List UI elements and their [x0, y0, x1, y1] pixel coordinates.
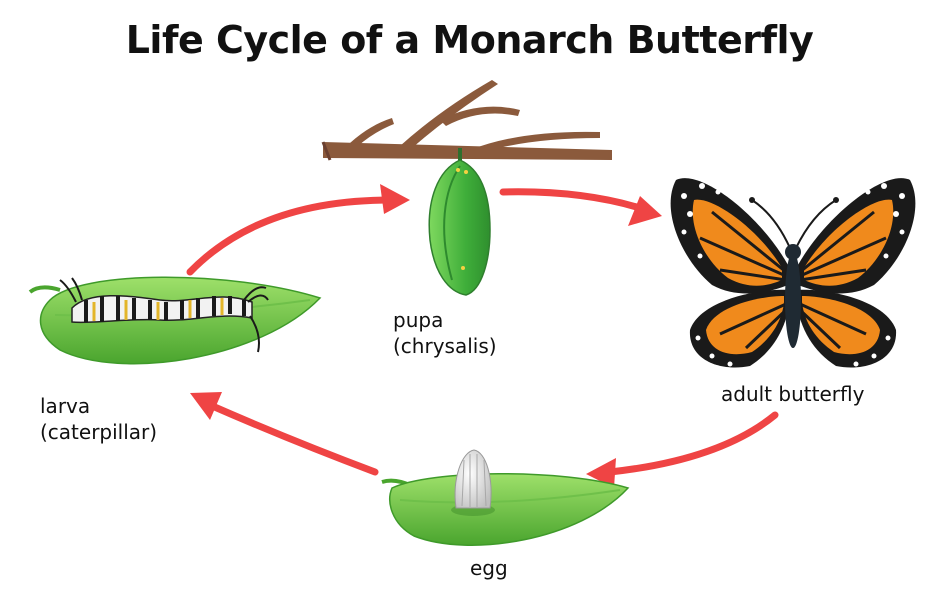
label-adult-butterfly: adult butterfly [721, 381, 864, 407]
label-adult-line1: adult butterfly [721, 382, 865, 406]
label-egg-line1: egg [470, 556, 508, 580]
arrow-pupa-to-adult [499, 188, 644, 212]
butterfly-icon [670, 178, 916, 368]
leaf-icon-egg [381, 473, 630, 546]
arrowhead-adult-to-egg [586, 458, 616, 488]
branch-icon [321, 80, 612, 161]
arrowhead-larva-to-pupa [380, 184, 410, 214]
label-larva-line2: (caterpillar) [40, 420, 158, 444]
label-pupa: pupa (chrysalis) [393, 307, 497, 359]
arrow-egg-to-larva [206, 401, 379, 476]
label-pupa-line1: pupa [393, 308, 444, 332]
label-larva: larva (caterpillar) [40, 393, 157, 445]
caterpillar-icon [59, 277, 269, 353]
egg-icon [451, 449, 495, 516]
arrowhead-pupa-to-adult [628, 196, 662, 226]
label-larva-line1: larva [40, 394, 91, 418]
chrysalis-icon [428, 148, 491, 296]
arrowhead-egg-to-larva [190, 392, 222, 420]
arrow-adult-to-egg [606, 411, 779, 476]
diagram-title: Life Cycle of a Monarch Butterfly [125, 18, 814, 62]
label-egg: egg [470, 555, 508, 581]
label-pupa-line2: (chrysalis) [393, 334, 497, 358]
arrow-larva-to-pupa [186, 196, 394, 276]
